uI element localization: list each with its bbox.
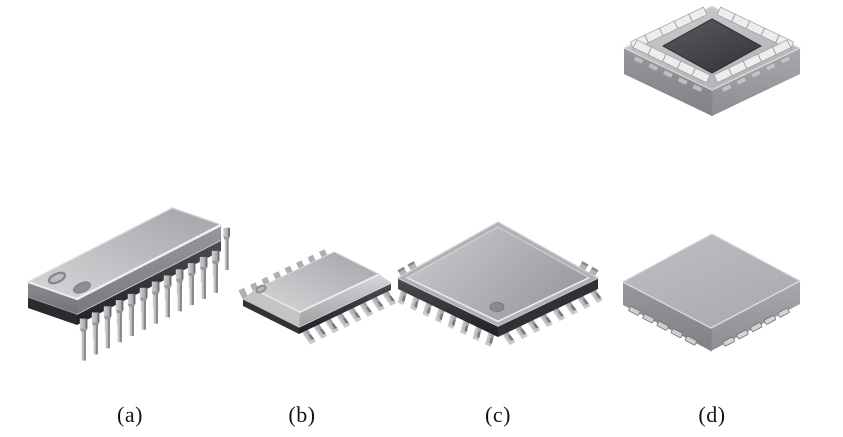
dip-pin1-dimple — [47, 271, 67, 285]
caption-a: (a) — [117, 402, 143, 427]
dip-pin — [163, 275, 172, 318]
dip-pin — [103, 306, 112, 349]
soic-top-face — [255, 251, 379, 313]
qfn-left-side-face — [623, 282, 711, 351]
dip-pin — [115, 300, 124, 343]
caption-b: (b) — [288, 402, 316, 427]
dip-pin — [79, 318, 88, 361]
dip-pin — [151, 281, 160, 324]
dip-dimple — [73, 281, 91, 294]
dip-pin — [223, 227, 230, 271]
qfp-top-face — [407, 226, 589, 322]
qfp-far-leads — [397, 261, 599, 278]
soic-pin1-dimple — [255, 284, 267, 294]
dip-top-face — [28, 208, 221, 299]
qfn-bottom-right-side-face — [712, 48, 800, 116]
qfn-bottom-left-side-face — [624, 48, 712, 116]
dip-dark-band — [28, 297, 77, 325]
soic-left-bevel — [243, 289, 300, 327]
dip-left-end-face — [28, 282, 77, 314]
dip-pin — [91, 312, 100, 355]
qfn-bottom-view-illustration — [623, 5, 801, 117]
dip-pin — [187, 263, 196, 306]
dip-pin — [139, 287, 148, 330]
soic-front-leads — [300, 288, 397, 345]
qfn-pad — [688, 6, 708, 23]
dip-pin — [127, 293, 136, 336]
dip-pin — [199, 256, 208, 299]
caption-d: (d) — [698, 402, 726, 427]
dip-pin — [175, 269, 184, 312]
dip-pin — [211, 250, 220, 293]
soic-front-bevel — [299, 274, 391, 327]
qfn-side-pads — [628, 306, 790, 347]
dip-front-pins — [79, 250, 220, 361]
qfn-pad — [772, 39, 792, 56]
qfp-package-illustration — [397, 221, 603, 348]
qfn-die-attach-pad — [661, 18, 763, 74]
caption-c: (c) — [485, 402, 511, 427]
qfp-front-leads — [397, 285, 603, 348]
qfp-dark-band — [398, 278, 498, 337]
qfn-castellation-notches — [633, 55, 791, 93]
soic-package-illustration — [238, 249, 397, 345]
dip-front-face — [77, 225, 221, 314]
qfn-pad — [691, 67, 711, 84]
qfn-perimeter-pads — [629, 6, 795, 84]
qfn-package-illustration — [622, 233, 801, 352]
dip-package-illustration — [27, 207, 230, 361]
qfp-pin1-dimple — [489, 301, 505, 313]
soic-dark-band — [243, 299, 299, 334]
qfn-right-side-face — [711, 281, 800, 351]
